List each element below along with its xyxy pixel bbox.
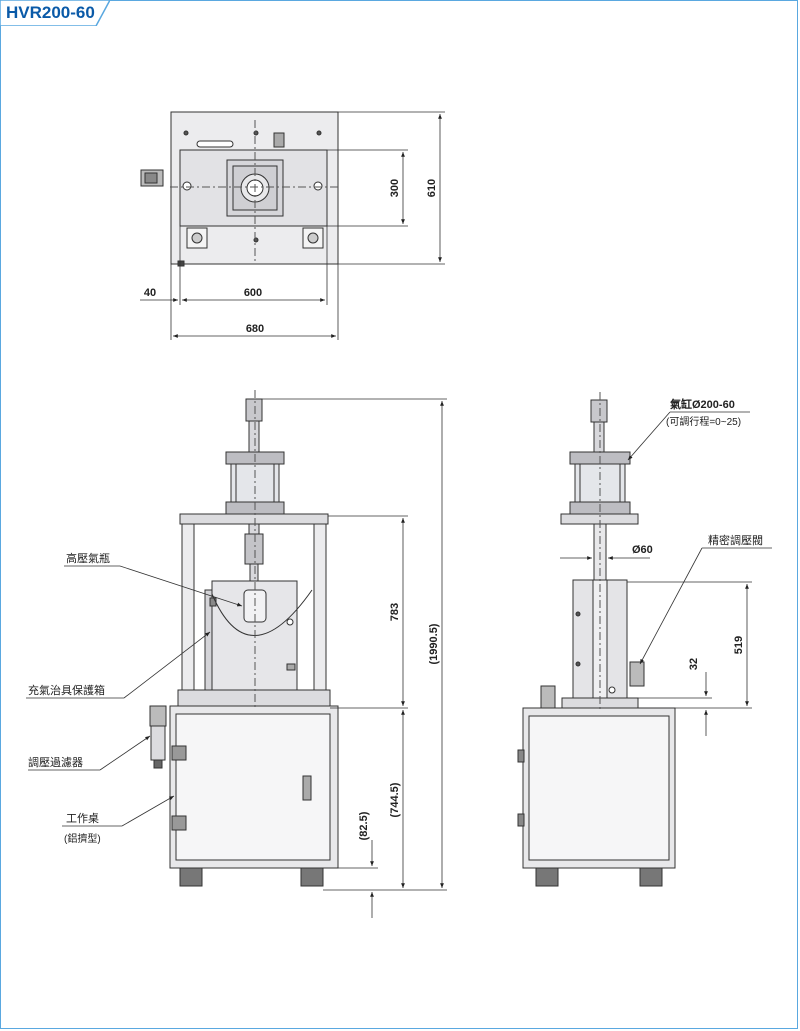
top-view-dimensions: [140, 111, 445, 340]
front-view: [149, 390, 339, 887]
side-view-dimensions: [560, 411, 772, 736]
label-air-cylinder-sub: (可調行程=0~25): [666, 415, 741, 428]
label-workbench-sub: (鋁擠型): [64, 832, 101, 845]
top-view: [140, 111, 340, 267]
dim-519: 519: [733, 636, 745, 654]
dim-1990-5: (1990.5): [428, 623, 440, 664]
dim-744-5: (744.5): [389, 782, 401, 817]
dim-680: 680: [246, 323, 264, 335]
dim-610: 610: [426, 179, 438, 197]
dim-32: 32: [688, 658, 700, 670]
label-precision-valve: 精密調壓閥: [708, 533, 763, 547]
label-high-pressure-cylinder: 高壓氣瓶: [66, 551, 110, 565]
label-workbench: 工作桌: [66, 812, 99, 825]
title-badge: [0, 0, 110, 26]
side-view: [517, 392, 676, 887]
dim-40: 40: [144, 287, 156, 299]
dim-dia60: Ø60: [632, 544, 653, 556]
dim-82-5: (82.5): [358, 811, 370, 840]
front-view-leaders: [26, 565, 243, 827]
model-title: HVR200-60: [6, 3, 95, 22]
dim-300: 300: [389, 179, 401, 197]
label-regulator-filter: 調壓過濾器: [28, 755, 83, 769]
label-air-cylinder: 氣缸Ø200-60: [670, 397, 735, 411]
dim-600: 600: [244, 287, 262, 299]
front-view-dimensions: [262, 398, 447, 918]
label-protection-box: 充氣治具保護箱: [28, 683, 105, 697]
dim-783: 783: [389, 603, 401, 621]
